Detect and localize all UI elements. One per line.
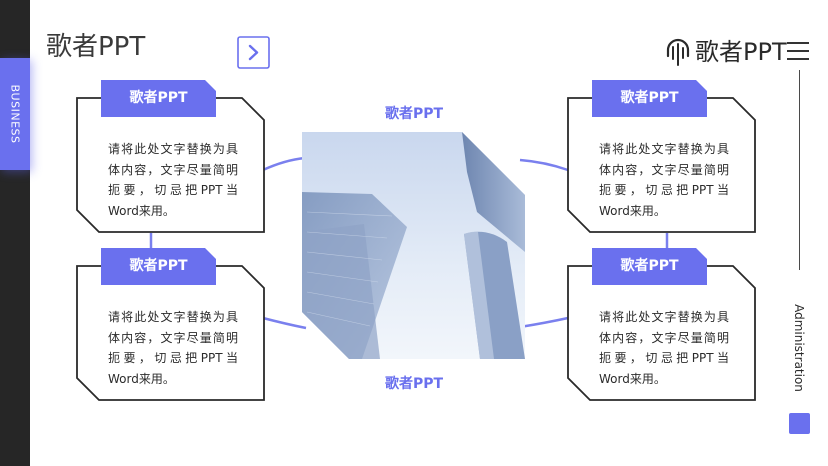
card-frame — [567, 97, 756, 233]
card-title: 歌者PPT — [620, 90, 679, 106]
card-title-badge: 歌者PPT — [592, 248, 707, 285]
info-card-top-right: 歌者PPT 请将此处文字替换为具体内容，文字尽量简明扼要，切忌把PPT当Word… — [567, 80, 756, 233]
card-title-badge: 歌者PPT — [101, 80, 216, 117]
right-rail-divider — [799, 70, 800, 270]
photo-caption-bottom: 歌者PPT — [385, 376, 444, 392]
card-frame — [76, 265, 265, 401]
info-card-bottom-right: 歌者PPT 请将此处文字替换为具体内容，文字尽量简明扼要，切忌把PPT当Word… — [567, 248, 756, 401]
card-title: 歌者PPT — [129, 90, 188, 106]
brand-name: 歌者PPT — [695, 38, 787, 66]
info-card-top-left: 歌者PPT 请将此处文字替换为具体内容，文字尽量简明扼要，切忌把PPT当Word… — [76, 80, 265, 233]
card-title-badge: 歌者PPT — [592, 80, 707, 117]
card-body-text: 请将此处文字替换为具体内容，文字尽量简明扼要，切忌把PPT当Word来用。 — [108, 310, 238, 386]
card-body-text: 请将此处文字替换为具体内容，文字尽量简明扼要，切忌把PPT当Word来用。 — [108, 142, 238, 218]
next-button[interactable] — [237, 36, 270, 69]
card-body-text: 请将此处文字替换为具体内容，文字尽量简明扼要，切忌把PPT当Word来用。 — [599, 142, 729, 218]
info-card-bottom-left: 歌者PPT 请将此处文字替换为具体内容，文字尽量简明扼要，切忌把PPT当Word… — [76, 248, 265, 401]
card-body-text: 请将此处文字替换为具体内容，文字尽量简明扼要，切忌把PPT当Word来用。 — [599, 310, 729, 386]
card-title-badge: 歌者PPT — [101, 248, 216, 285]
card-frame — [76, 97, 265, 233]
card-title: 歌者PPT — [129, 258, 188, 274]
accent-square — [789, 413, 810, 434]
chevron-right-icon — [248, 44, 259, 61]
sidebar-tab-business[interactable]: BUSINESS — [0, 58, 30, 170]
city-skyscraper-photo — [302, 132, 525, 359]
card-title: 歌者PPT — [620, 258, 679, 274]
brand-logo: 歌者PPT — [665, 36, 787, 68]
hamburger-menu-icon[interactable] — [787, 42, 809, 62]
waveform-logo-icon — [666, 38, 690, 66]
photo-caption-top: 歌者PPT — [385, 106, 444, 122]
card-frame — [567, 265, 756, 401]
page-title: 歌者PPT — [46, 32, 146, 62]
